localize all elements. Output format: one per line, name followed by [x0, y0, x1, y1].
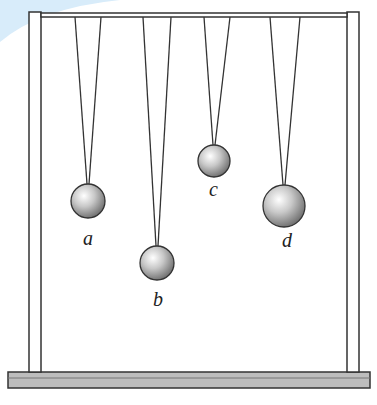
top-bar	[41, 13, 347, 17]
watermark-arc	[0, 0, 120, 42]
pendulum-balls	[71, 145, 305, 280]
left-post	[29, 12, 41, 372]
base-plate	[8, 372, 370, 388]
ball-label: a	[83, 228, 93, 248]
ball-label: d	[282, 230, 292, 250]
right-post	[347, 12, 359, 372]
ball-label: b	[153, 289, 163, 309]
ball-label: c	[209, 179, 218, 199]
